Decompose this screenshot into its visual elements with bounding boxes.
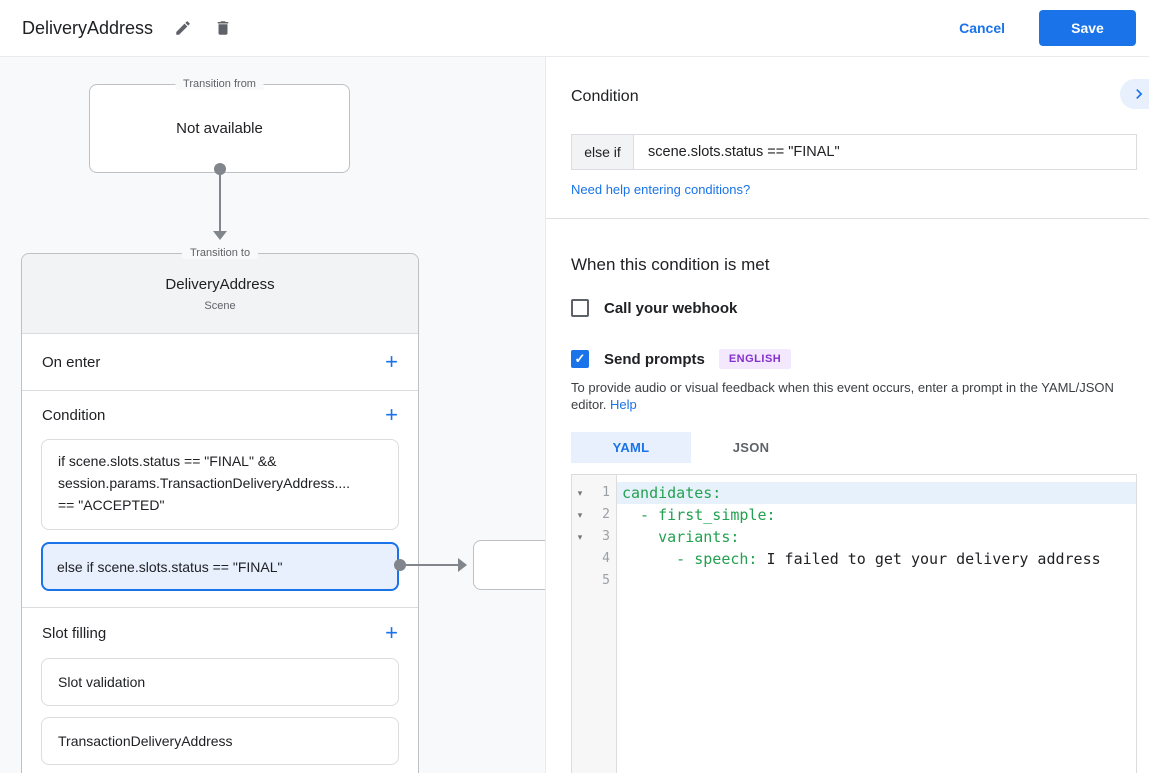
code-token: - speech:: [622, 550, 758, 568]
code-line-1: candidates:: [617, 482, 1136, 504]
add-condition-button[interactable]: +: [385, 402, 398, 427]
yaml-code-editor[interactable]: ▾ 1 ▾ 2 ▾ 3 4 5: [571, 474, 1137, 773]
send-prompts-row: ✓ Send prompts ENGLISH: [571, 349, 792, 369]
gutter-row: 5: [572, 570, 616, 592]
connector-line-vertical: [219, 169, 221, 231]
code-line-2: - first_simple:: [617, 504, 1136, 526]
tab-json[interactable]: JSON: [732, 440, 770, 455]
transition-to-legend: Transition to: [181, 247, 259, 259]
slot-validation-item[interactable]: Slot validation: [41, 658, 399, 706]
code-token: I failed to get your delivery address: [757, 550, 1101, 568]
scene-type: Scene: [204, 300, 236, 312]
line-number: 2: [602, 507, 610, 522]
tab-yaml[interactable]: YAML: [571, 432, 691, 463]
transition-target-box[interactable]: [473, 540, 545, 590]
line-number: 3: [602, 529, 610, 544]
conditions-help-link[interactable]: Need help entering conditions?: [571, 182, 751, 197]
gutter-row: ▾ 2: [572, 504, 616, 526]
condition-item-if[interactable]: if scene.slots.status == "FINAL" && sess…: [41, 439, 399, 530]
prompt-description-text: To provide audio or visual feedback when…: [571, 380, 1114, 412]
gutter-row: ▾ 3: [572, 526, 616, 548]
cancel-button[interactable]: Cancel: [943, 12, 1021, 44]
section-divider: [546, 218, 1149, 219]
condition-expression-row: else if scene.slots.status == "FINAL": [571, 134, 1137, 170]
fold-arrow-icon[interactable]: ▾: [577, 510, 583, 520]
add-on-enter-button[interactable]: +: [385, 349, 398, 374]
on-enter-label: On enter: [42, 353, 101, 371]
connector-line-horizontal: [406, 564, 458, 566]
editor-tabs: YAML JSON: [571, 432, 811, 463]
top-bar: DeliveryAddress Cancel Save: [0, 0, 1149, 57]
help-link[interactable]: Help: [610, 397, 637, 412]
call-webhook-row: Call your webhook: [571, 299, 737, 317]
arrow-right-icon: [458, 558, 467, 572]
collapse-panel-button[interactable]: [1120, 79, 1149, 109]
scene-card-header[interactable]: DeliveryAddress Scene: [22, 254, 418, 334]
condition-item-else-if-selected[interactable]: else if scene.slots.status == "FINAL": [41, 542, 399, 591]
on-enter-section: On enter +: [22, 334, 418, 391]
delete-button[interactable]: [213, 18, 233, 38]
transition-from-legend: Transition from: [175, 78, 264, 90]
condition-section: Condition + if scene.slots.status == "FI…: [22, 391, 418, 608]
arrow-down-icon: [213, 231, 227, 240]
transition-from-content: Not available: [176, 120, 263, 137]
code-token: - first_simple:: [622, 506, 776, 524]
language-badge: ENGLISH: [718, 349, 792, 369]
pencil-icon: [174, 19, 192, 37]
send-prompts-checkbox[interactable]: ✓: [571, 350, 589, 368]
fold-arrow-icon[interactable]: ▾: [577, 532, 583, 542]
page-title: DeliveryAddress: [22, 17, 154, 38]
trash-icon: [214, 19, 232, 37]
call-webhook-label: Call your webhook: [604, 299, 738, 317]
connector-dot-right: [394, 559, 406, 571]
gutter-row: ▾ 1: [572, 482, 616, 504]
prompt-description: To provide audio or visual feedback when…: [571, 379, 1143, 413]
condition-section-label: Condition: [42, 406, 106, 424]
scene-name: DeliveryAddress: [165, 276, 275, 293]
when-condition-met-title: When this condition is met: [571, 255, 770, 274]
condition-detail-panel: Condition else if scene.slots.status == …: [546, 57, 1149, 773]
code-line-5: [617, 570, 1136, 592]
scene-card: Transition to DeliveryAddress Scene On e…: [21, 247, 419, 773]
edit-button[interactable]: [173, 18, 193, 38]
code-line-3: variants:: [617, 526, 1136, 548]
line-number: 4: [602, 551, 610, 566]
editor-code-area[interactable]: candidates: - first_simple: variants: - …: [617, 475, 1136, 773]
code-token: variants:: [622, 528, 740, 546]
chevron-right-icon: [1129, 84, 1149, 104]
code-line-4: - speech: I failed to get your delivery …: [617, 548, 1136, 570]
slot-transaction-delivery-address-item[interactable]: TransactionDeliveryAddress: [41, 717, 399, 765]
code-token: candidates:: [622, 484, 722, 502]
save-button[interactable]: Save: [1039, 10, 1136, 46]
editor-gutter: ▾ 1 ▾ 2 ▾ 3 4 5: [572, 475, 617, 773]
transition-from-box: Transition from Not available: [89, 78, 350, 173]
gutter-row: 4: [572, 548, 616, 570]
condition-prefix-label: else if: [572, 135, 634, 169]
add-slot-button[interactable]: +: [385, 620, 398, 645]
slot-filling-label: Slot filling: [42, 624, 107, 642]
send-prompts-label: Send prompts: [604, 350, 705, 368]
fold-arrow-icon[interactable]: ▾: [577, 488, 583, 498]
call-webhook-checkbox[interactable]: [571, 299, 589, 317]
scene-diagram-panel: Transition from Not available Transition…: [0, 57, 546, 773]
panel-title: Condition: [571, 88, 639, 105]
condition-expression-input[interactable]: scene.slots.status == "FINAL": [648, 144, 840, 160]
line-number: 1: [602, 485, 610, 500]
line-number: 5: [602, 573, 610, 588]
slot-filling-section: Slot filling + Slot validation Transacti…: [22, 608, 418, 765]
